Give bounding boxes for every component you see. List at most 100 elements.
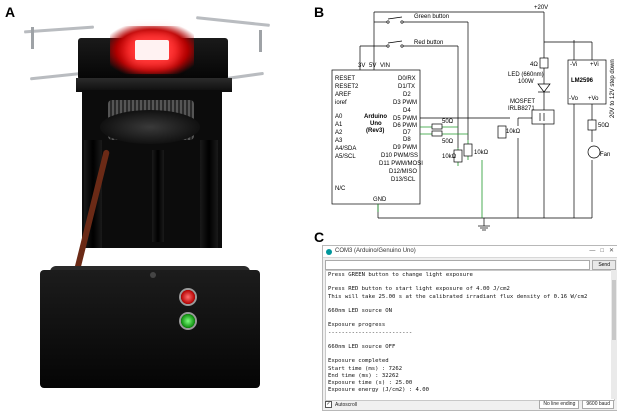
- mount-bracket-left-top: [23, 25, 95, 34]
- panel-label-a: A: [5, 4, 16, 20]
- circuit-schematic: +20V Green button Red button 3V 5V VIN R…: [318, 0, 617, 235]
- pin-a3: A3: [335, 138, 343, 144]
- serial-output-line: [328, 337, 612, 344]
- control-box: [40, 270, 260, 388]
- reg-pin-vo-pos: +Vo: [588, 96, 599, 102]
- close-icon[interactable]: ✕: [608, 248, 614, 254]
- pin-d3: D3 PWM: [393, 100, 417, 106]
- pin-d2: D2: [403, 92, 411, 98]
- pin-vin: VIN: [380, 63, 390, 69]
- serial-output-line: [328, 315, 612, 322]
- minimize-icon[interactable]: —: [589, 248, 596, 254]
- serial-monitor-footer: ✓ Autoscroll No line ending 9600 baud: [325, 400, 614, 409]
- reg-pin-vo-neg: -Vo: [569, 96, 579, 102]
- device-photo: [23, 16, 270, 388]
- pin-aref: AREF: [335, 92, 351, 98]
- fan-label: Fan: [600, 152, 610, 158]
- tower-leg-front: [152, 150, 164, 242]
- arduino-title-3: (Rev3): [366, 128, 384, 134]
- pin-d5: D5 PWM: [393, 116, 417, 122]
- baud-rate-select[interactable]: 9600 baud: [582, 400, 614, 409]
- r50c-label: 50Ω: [598, 123, 610, 129]
- serial-output-line: Exposure energy (J/cm2) : 4.00: [328, 387, 430, 394]
- pin-reset: RESET: [335, 76, 355, 82]
- panel-label-b: B: [314, 4, 325, 20]
- serial-output-line: [328, 279, 612, 286]
- serial-monitor-titlebar: COM3 (Arduino/Genuino Uno) — □ ✕: [323, 246, 617, 258]
- pin-5v: 5V: [369, 63, 376, 69]
- red-pushbutton: [181, 290, 195, 304]
- pin-d8: D8: [403, 137, 411, 143]
- r10a-label: 10kΩ: [442, 154, 457, 160]
- serial-output-line: Press RED button to start light exposure…: [328, 286, 510, 293]
- pin-d9: D9 PWM: [393, 145, 417, 151]
- mount-bracket-right-top: [196, 16, 270, 27]
- window-controls: — □ ✕: [589, 246, 617, 257]
- panel-label-c: C: [314, 229, 325, 245]
- pin-a2: A2: [335, 130, 343, 136]
- pin-3v: 3V: [358, 63, 365, 69]
- serial-output-area[interactable]: Press GREEN button to change light expos…: [325, 270, 615, 401]
- serial-output-line: [328, 301, 612, 308]
- pin-reset2: RESET2: [335, 84, 359, 90]
- tower-leg-right: [200, 140, 218, 248]
- supply-label: +20V: [534, 5, 548, 11]
- serial-output-line: End time (ms) : 32262: [328, 372, 399, 379]
- arduino-app-icon: [326, 248, 332, 255]
- serial-output-line: This will take 25.00 s at the calibrated…: [328, 293, 588, 300]
- serial-output-line: Exposure completed: [328, 358, 389, 365]
- scrollbar-thumb[interactable]: [612, 280, 616, 340]
- serial-output-line: 660nm LED source OFF: [328, 344, 396, 351]
- reg-pin-vi-neg: -Vi: [570, 62, 577, 68]
- pin-d1: D1/TX: [398, 84, 415, 90]
- pin-a0: A0: [335, 114, 343, 120]
- autoscroll-label: Autoscroll: [335, 401, 357, 408]
- serial-output-line: 660nm LED source ON: [328, 308, 392, 315]
- serial-input-row: Send: [323, 258, 617, 271]
- mosfet-label-2: IRLB8271: [508, 106, 535, 112]
- green-button-label: Green button: [414, 14, 449, 20]
- pin-d11: D11 PWM/MOSI: [379, 161, 423, 167]
- r4-label: 4Ω: [530, 62, 538, 68]
- green-pushbutton: [181, 314, 195, 328]
- serial-output-scrollbar[interactable]: [611, 270, 617, 399]
- pin-d4: D4: [403, 108, 411, 114]
- mount-bracket-post-right: [259, 30, 262, 52]
- red-button-label: Red button: [414, 40, 443, 46]
- pin-d0: D0/RX: [398, 76, 416, 82]
- serial-output-line: Exposure progress: [328, 322, 386, 329]
- pin-a1: A1: [335, 122, 343, 128]
- pin-d12: D12/MISO: [389, 169, 417, 175]
- pin-gnd: GND: [373, 197, 387, 203]
- pin-a5: A5/SCL: [335, 154, 356, 160]
- line-ending-select[interactable]: No line ending: [539, 400, 580, 409]
- pin-d7: D7: [403, 130, 411, 136]
- serial-monitor-window: COM3 (Arduino/Genuino Uno) — □ ✕ Send Pr…: [322, 245, 617, 411]
- r50b-label: 50Ω: [442, 139, 454, 145]
- serial-output-line: [328, 351, 612, 358]
- pin-d6: D6 PWM: [393, 123, 417, 129]
- mount-bracket-post-left: [31, 27, 34, 49]
- led-label-2: 100W: [518, 79, 534, 85]
- led-emitter: [135, 40, 169, 60]
- r10c-label: 10kΩ: [506, 129, 521, 135]
- reg-pin-vi-pos: +Vi: [590, 62, 599, 68]
- housing-plate: [76, 78, 232, 92]
- arduino-title-2: Uno: [370, 121, 382, 127]
- autoscroll-checkbox[interactable]: ✓: [325, 401, 332, 408]
- serial-output-line: Exposure time (s) : 25.00: [328, 380, 413, 387]
- r10b-label: 10kΩ: [474, 150, 489, 156]
- serial-output-line: Start time (ms) : 7262: [328, 365, 403, 372]
- cooling-fan: [100, 110, 200, 144]
- send-button[interactable]: Send: [592, 259, 616, 270]
- serial-monitor-title: COM3 (Arduino/Genuino Uno): [335, 248, 416, 254]
- serial-monitor-panel: COM3 (Arduino/Genuino Uno) — □ ✕ Send Pr…: [318, 245, 617, 411]
- serial-output-line: Press GREEN button to change light expos…: [328, 272, 473, 278]
- mosfet-label-1: MOSFET: [510, 99, 535, 105]
- serial-input-field[interactable]: [325, 259, 591, 270]
- cable-grommet: [150, 272, 156, 278]
- maximize-icon[interactable]: □: [600, 248, 604, 254]
- led-label-1: LED (660nm): [508, 72, 544, 78]
- pin-nc: N/C: [335, 186, 346, 192]
- pin-a4: A4/SDA: [335, 146, 356, 152]
